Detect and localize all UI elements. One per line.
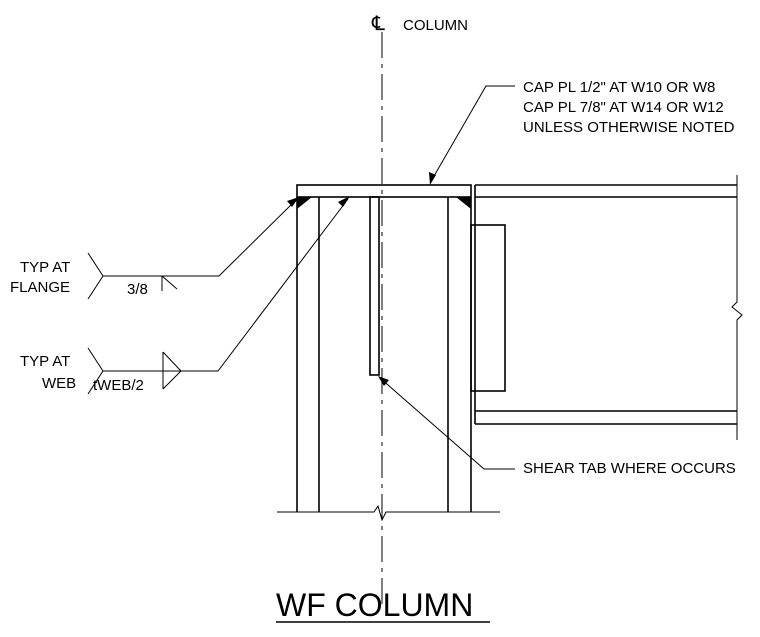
web-weld-size: tWEB/2 [93,377,144,394]
flange-weld-size: 3/8 [127,281,148,298]
cap-plate-leader [429,85,515,185]
beam-end-plate [470,224,506,392]
cap-note-line-1: CAP PL 1/2" AT W10 OR W8 [523,79,715,96]
shear-tab [369,196,380,376]
flange-welds [297,197,471,209]
centerline-symbol: ℄ [371,13,385,35]
web-weld-label-1: TYP AT [20,353,70,370]
web-weld-symbol [87,196,350,395]
column-label: COLUMN [403,17,468,34]
flange-weld-symbol [87,197,299,300]
cap-plate [296,184,472,198]
shear-tab-leader [378,376,515,470]
web-weld-label-2: WEB [42,375,76,392]
flange-weld-label-2: FLANGE [10,279,70,296]
detail-title: WF COLUMN [276,587,473,623]
flange-weld-label-1: TYP AT [20,259,70,276]
shear-tab-note: SHEAR TAB WHERE OCCURS [523,460,736,477]
column-section [296,197,472,512]
beam-section [474,175,743,440]
cap-note-line-3: UNLESS OTHERWISE NOTED [523,119,735,136]
cap-note-line-2: CAP PL 7/8" AT W14 OR W12 [523,99,724,116]
column-break-line [277,504,500,522]
